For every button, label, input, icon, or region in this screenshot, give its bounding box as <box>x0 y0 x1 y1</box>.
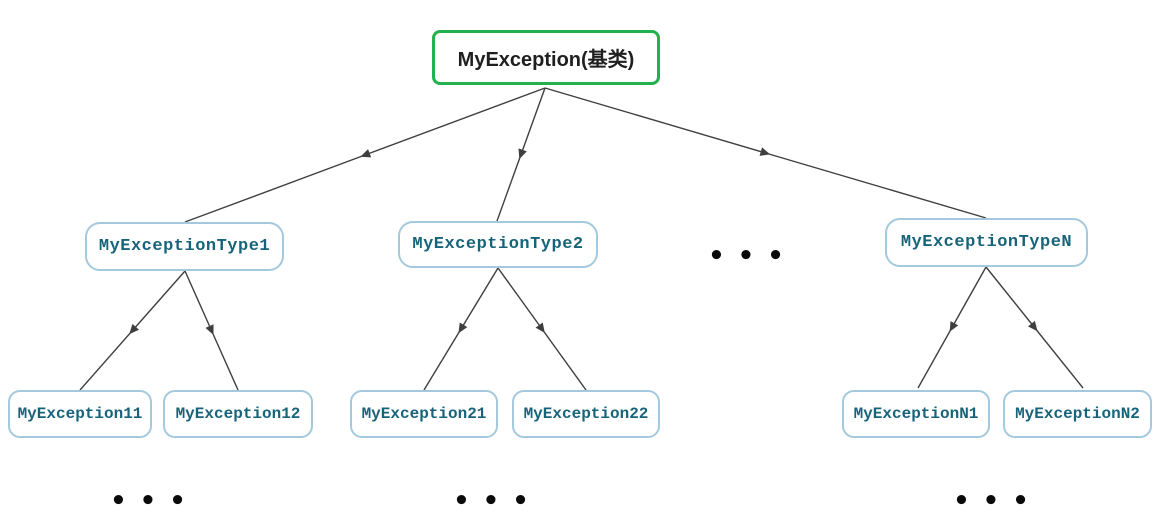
edge-typeN-eN1 <box>917 266 987 389</box>
edge-type2-e22 <box>497 267 587 391</box>
node-exception12: MyException12 <box>163 390 313 438</box>
ellipsis-group3: ••• <box>953 486 1042 516</box>
edge-type1-e11 <box>79 270 186 391</box>
node-base-class: MyException(基类) <box>432 30 660 85</box>
node-exception21-label: MyException21 <box>361 405 487 423</box>
edge-type1-e12 <box>184 270 239 391</box>
node-exception-type2-label: MyExceptionType2 <box>412 235 584 254</box>
node-exception-type1-label: MyExceptionType1 <box>98 237 271 256</box>
edge-base-type2 <box>496 87 546 222</box>
node-exception21: MyException21 <box>350 390 498 438</box>
node-exception11: MyException11 <box>8 390 152 438</box>
edge-base-typeN <box>544 87 987 219</box>
edge-type2-e21 <box>423 267 499 391</box>
node-exception12-label: MyException12 <box>175 405 301 423</box>
node-exception-typeN: MyExceptionTypeN <box>885 218 1088 267</box>
node-exceptionN1: MyExceptionN1 <box>842 390 990 438</box>
edge-base-type1 <box>184 87 546 223</box>
node-exception11-label: MyException11 <box>17 405 143 423</box>
ellipsis-level2: ••• <box>708 241 797 271</box>
node-exceptionN1-label: MyExceptionN1 <box>853 405 979 423</box>
node-exception22: MyException22 <box>512 390 660 438</box>
edge-typeN-eN2 <box>985 266 1084 389</box>
node-exceptionN2: MyExceptionN2 <box>1003 390 1152 438</box>
node-exception-typeN-label: MyExceptionTypeN <box>900 233 1073 252</box>
node-exception22-label: MyException22 <box>523 405 649 423</box>
ellipsis-group2: ••• <box>453 486 542 516</box>
node-base-class-label: MyException(基类) <box>457 49 635 71</box>
ellipsis-group1: ••• <box>110 486 199 516</box>
node-exception-type1: MyExceptionType1 <box>85 222 284 271</box>
node-exceptionN2-label: MyExceptionN2 <box>1015 405 1140 423</box>
node-exception-type2: MyExceptionType2 <box>398 221 598 268</box>
